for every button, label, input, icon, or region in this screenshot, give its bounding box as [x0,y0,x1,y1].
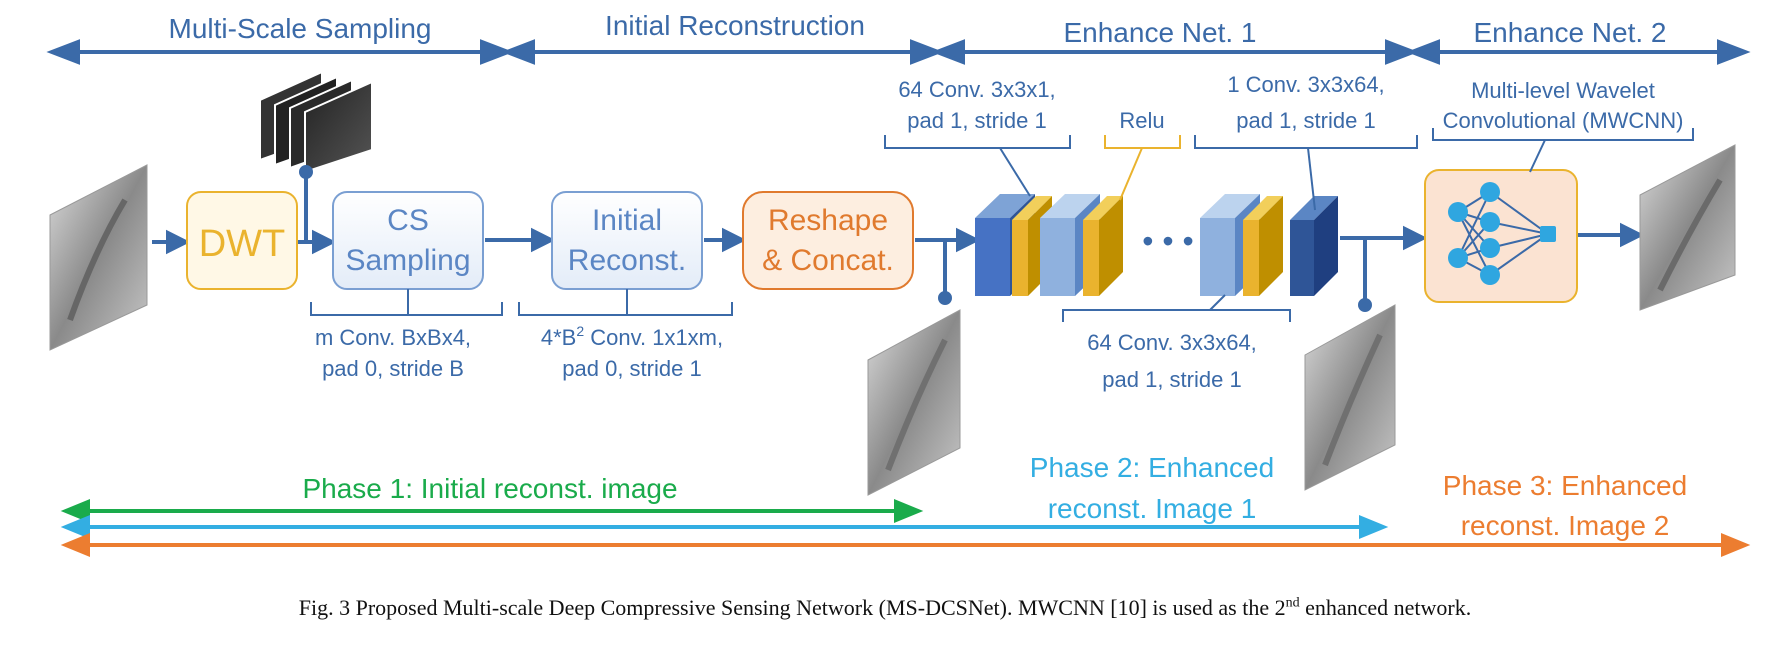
phase-3-label-line1: Phase 3: Enhanced [1443,470,1687,501]
caption-main: Fig. 3 Proposed Multi-scale Deep Compres… [298,595,1286,620]
dwt-box: DWT [186,191,298,290]
intermediate-image-1 [867,309,961,496]
flow-arrows [152,165,1645,312]
conv1-annotation-line1: 1 Conv. 3x3x64, [1227,72,1384,97]
cs-sampling-box: CS Sampling [332,191,484,290]
initial-annotation-line1: 4*B2 Conv. 1x1xm, [541,323,723,350]
conv64-annotation-line2: pad 1, stride 1 [907,108,1046,133]
section-label-multi-scale: Multi-Scale Sampling [169,13,432,44]
mwcnn-box [1424,169,1578,303]
reshape-label-line1: Reshape [768,204,888,237]
conv1-annotation-line2: pad 1, stride 1 [1236,108,1375,133]
mwcnn-annotation-line1: Multi-level Wavelet [1471,78,1655,103]
initial-annotation-superscript: 2 [576,323,584,339]
caption-tail: enhanced network. [1299,595,1472,620]
cs-label-line1: CS [387,204,429,237]
intermediate-image-2 [1304,304,1396,491]
wavelet-subbands-stack [259,70,373,174]
cs-label-line2: Sampling [345,244,470,277]
initial-label-line1: Initial [592,204,662,237]
phase-1-label: Phase 1: Initial reconst. image [302,473,677,504]
initial-label-line2: Reconst. [568,244,686,277]
reshape-label-line2: & Concat. [762,244,894,277]
phase-3-label-line2: reconst. Image 2 [1461,510,1670,541]
section-label-enhance-net-2: Enhance Net. 2 [1473,17,1666,48]
phase-1-arrow [60,499,924,523]
cs-annotation-line1: m Conv. BxBx4, [315,325,471,350]
phase-3-arrow [60,533,1751,557]
phase-2-label-line2: reconst. Image 1 [1048,493,1257,524]
cs-annotation-line2: pad 0, stride B [322,356,464,381]
phase-2-label-line1: Phase 2: Enhanced [1030,452,1274,483]
enhance-net-1-blocks [975,194,1338,296]
initial-annotation-prefix: 4*B [541,325,576,350]
section-arrows [46,39,1751,65]
conv64-annotation-line1: 64 Conv. 3x3x1, [898,77,1055,102]
initial-reconst-box: Initial Reconst. [551,191,703,290]
initial-annotation-suffix: Conv. 1x1xm, [584,325,723,350]
mwcnn-annotation-line2: Convolutional (MWCNN) [1443,108,1684,133]
reshape-concat-box: Reshape & Concat. [742,191,914,290]
section-label-enhance-net-1: Enhance Net. 1 [1063,17,1256,48]
relu-annotation: Relu [1119,108,1164,133]
conv64b-annotation-line2: pad 1, stride 1 [1102,367,1241,392]
output-image [1639,144,1736,311]
input-image [49,164,148,351]
caption-superscript: nd [1285,595,1300,611]
brackets [310,128,1694,322]
phase-2-arrow [60,515,1389,539]
dwt-label: DWT [199,223,286,265]
figure-caption: Fig. 3 Proposed Multi-scale Deep Compres… [0,595,1770,621]
section-label-initial-reconstruction: Initial Reconstruction [605,10,865,41]
ellipsis-dots: • • • [1142,223,1193,259]
initial-annotation-line2: pad 0, stride 1 [562,356,701,381]
conv64b-annotation-line1: 64 Conv. 3x3x64, [1087,330,1257,355]
